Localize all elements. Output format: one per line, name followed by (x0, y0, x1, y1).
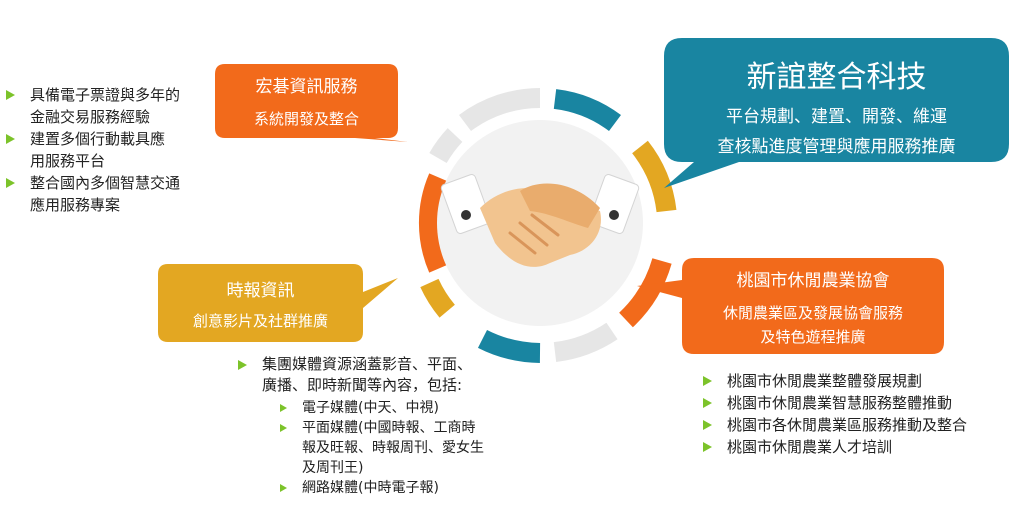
hongji-title: 宏碁資訊服務 (255, 77, 358, 97)
xinyi-bubble: 新誼整合科技 平台規劃、建置、開發、維運 查核點進度管理與應用服務推廣 (664, 38, 1009, 188)
hongji-bubble-shape (215, 64, 408, 142)
list-item: 電子媒體(中天、中視) (280, 398, 484, 418)
xinyi-line2: 查核點進度管理與應用服務推廣 (717, 137, 956, 157)
ring-segment-blue-top (553, 89, 621, 132)
list-item: 桃園市休閒農業整體發展規劃 (703, 370, 967, 392)
hongji-subtitle: 系統開發及整合 (253, 110, 359, 128)
list-item: 報及旺報、時報周刊、愛女生 (302, 440, 484, 456)
shibao-sub-list: 電子媒體(中天、中視) 平面媒體(中國時報、工商時 報及旺報、時報周刊、愛女生 … (238, 398, 484, 498)
handshake-icon (440, 174, 640, 267)
ring-segment-orange-left (419, 173, 448, 273)
ring-segment-gray-top (459, 88, 541, 132)
list-item: 整合國內多個智慧交通 (6, 172, 180, 194)
ring-segment-orange-right (618, 257, 672, 328)
xinyi-bubble-shape (664, 38, 1009, 188)
list-item: 平面媒體(中國時報、工商時 (280, 418, 484, 438)
ring-segment-gray-left (429, 128, 463, 164)
shibao-bullets: 集團媒體資源涵蓋影音、平面、 廣播、即時新聞等內容，包括: 電子媒體(中天、中視… (238, 354, 484, 498)
taoyuan-bubble-shape (637, 258, 944, 354)
shibao-title: 時報資訊 (226, 281, 295, 301)
taoyuan-bubble: 桃園市休閒農業協會 休閒農業區及發展協會服務 及特色遊程推廣 (637, 258, 944, 354)
partnership-ring (419, 88, 677, 363)
taoyuan-line2: 及特色遊程推廣 (760, 328, 866, 346)
xinyi-line1: 平台規劃、建置、開發、維運 (726, 107, 947, 127)
shibao-bubble: 時報資訊 創意影片及社群推廣 (158, 264, 398, 342)
list-item: 金融交易服務經驗 (30, 108, 151, 126)
xinyi-title: 新誼整合科技 (746, 60, 927, 95)
list-item: 網路媒體(中時電子報) (280, 478, 484, 498)
list-item: 桃園市各休閒農業區服務推動及整合 (703, 414, 967, 436)
shibao-bubble-shape (158, 264, 398, 342)
shibao-subtitle: 創意影片及社群推廣 (192, 312, 328, 330)
list-item: 用服務平台 (30, 152, 106, 170)
list-item: 建置多個行動載具應 (6, 128, 180, 150)
ring-segment-blue-bottom (477, 329, 541, 363)
ring-segment-gray-bottom (553, 322, 618, 363)
ring-segment-gold-right (631, 140, 677, 213)
list-item: 及周刊王) (302, 460, 364, 476)
list-item: 具備電子票證與多年的 (6, 84, 180, 106)
taoyuan-title: 桃園市休閒農業協會 (736, 271, 890, 291)
taoyuan-line1: 休閒農業區及發展協會服務 (722, 304, 903, 322)
list-item: 桃園市休閒農業智慧服務整體推動 (703, 392, 967, 414)
list-item: 應用服務專案 (30, 196, 121, 214)
list-item: 桃園市休閒農業人才培訓 (703, 436, 967, 458)
hongji-bullet-list: 具備電子票證與多年的 金融交易服務經驗 建置多個行動載具應 用服務平台 整合國內… (6, 84, 180, 216)
hongji-bubble: 宏碁資訊服務 系統開發及整合 (215, 64, 408, 142)
list-item: 集團媒體資源涵蓋影音、平面、 廣播、即時新聞等內容，包括: (238, 354, 484, 396)
ring-segment-gold-left (420, 278, 456, 318)
taoyuan-bullet-list: 桃園市休閒農業整體發展規劃 桃園市休閒農業智慧服務整體推動 桃園市各休閒農業區服… (703, 370, 967, 458)
